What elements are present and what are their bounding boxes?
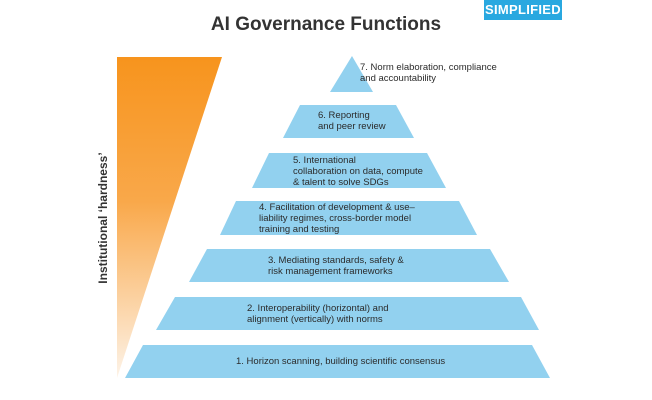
tier-7-label: 7. Norm elaboration, compliance and acco…: [360, 62, 497, 84]
pyramid-tier-7: [330, 56, 373, 92]
tier-5-label: 5. International collaboration on data, …: [293, 155, 423, 188]
tier-4-label: 4. Facilitation of development & use– li…: [259, 202, 415, 235]
hardness-axis-label: Institutional ‘hardness’: [96, 152, 110, 284]
pyramid-tier-6: [283, 105, 414, 138]
pyramid-tier-1: [125, 345, 550, 378]
pyramid-tier-5: [252, 153, 446, 188]
page-title: AI Governance Functions: [210, 14, 442, 35]
pyramid-tier-4: [220, 201, 477, 235]
tier-3-label: 3. Mediating standards, safety & risk ma…: [268, 255, 404, 277]
tier-1-label: 1. Horizon scanning, building scientific…: [236, 356, 446, 367]
pyramid-tier-3: [189, 249, 509, 282]
hardness-gradient-wedge: [117, 57, 222, 378]
pyramid-tier-2: [156, 297, 539, 330]
simplified-badge: SIMPLIFIED: [484, 0, 562, 20]
tier-6-label: 6. Reporting and peer review: [318, 110, 386, 132]
tier-2-label: 2. Interoperability (horizontal) and ali…: [247, 303, 389, 325]
